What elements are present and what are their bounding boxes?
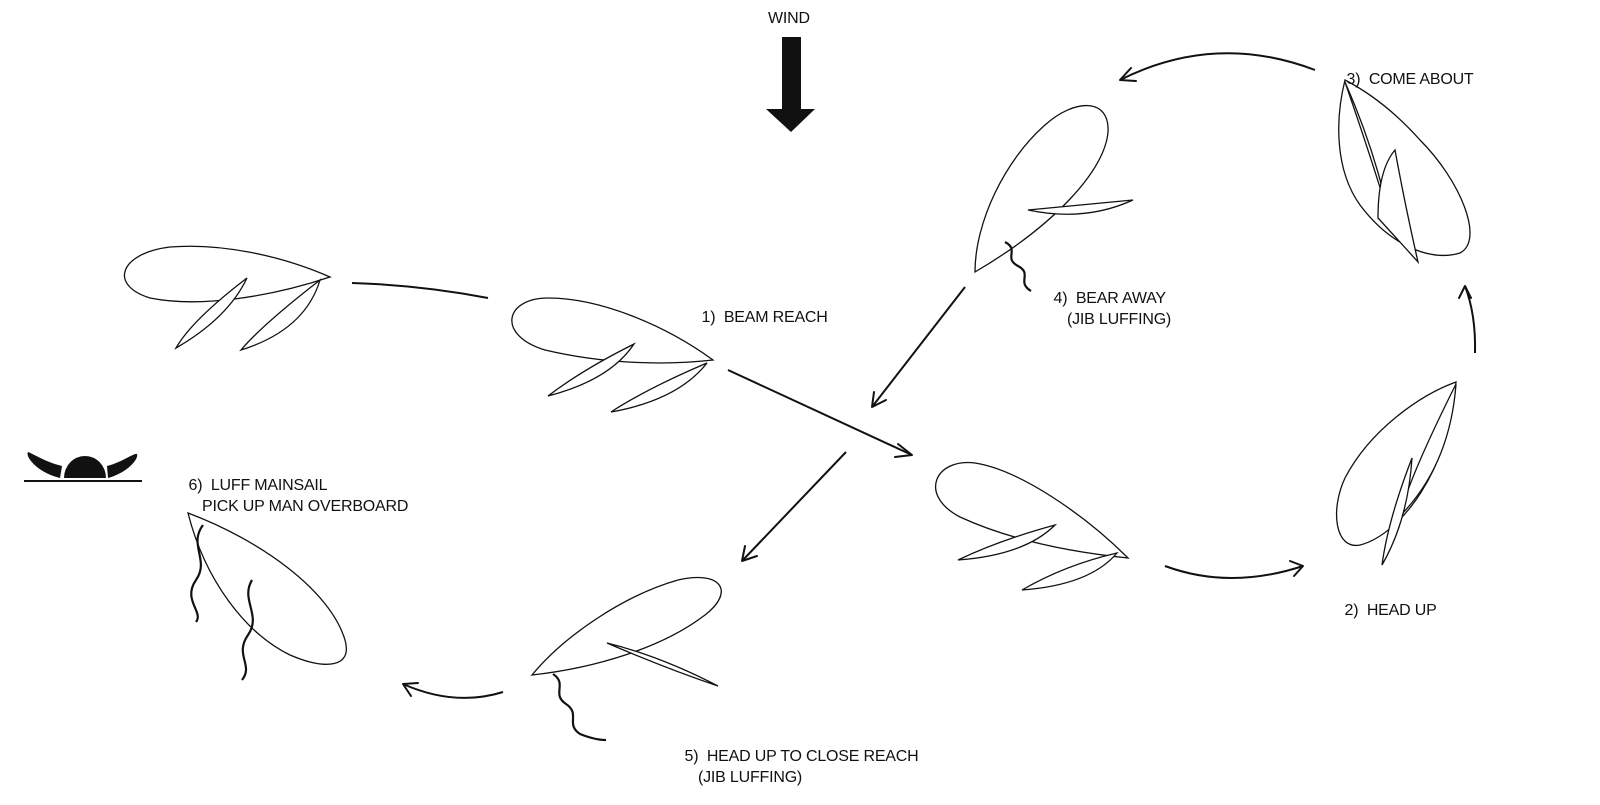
course-arrow-icon [402,682,504,699]
course-arrow-icon [727,369,913,458]
step-number: 5) [684,748,699,765]
course-arrow-icon [741,451,847,562]
course-arrow-icon [1164,560,1304,579]
sailboat-icon [123,245,332,352]
step-text: HEAD UP TO CLOSE REACH [706,748,919,765]
step-number: 6) [188,477,203,494]
step-label-luff-mainsail: 6) LUFF MAINSAIL PICK UP MAN OVERBOARD [180,454,409,517]
step-label-beam-reach: 1) BEAM REACH [693,286,828,328]
sailboat-icon [974,104,1134,292]
course-arrow-icon [871,286,966,408]
sailboat-icon [511,297,715,413]
step-number: 3) [1346,71,1361,88]
sailboat-icon [934,461,1130,591]
step-text: LUFF MAINSAIL [210,477,328,494]
step-label-close-reach: 5) HEAD UP TO CLOSE REACH (JIB LUFFING) [676,725,919,788]
step-text: COME ABOUT [1368,71,1474,88]
course-arrow-icon [1458,285,1477,354]
sailboat-icon [1335,381,1457,566]
step-number: 1) [701,309,716,326]
wind-arrow-icon [766,37,815,132]
step-number: 4) [1053,290,1068,307]
wind-label: WIND [768,10,810,27]
step-text-sub: (JIB LUFFING) [698,769,803,786]
step-text-sub: (JIB LUFFING) [1067,311,1172,328]
sailboat-icon [1338,79,1471,265]
course-arrow-icon [1119,52,1316,82]
step-text: BEAM REACH [723,309,828,326]
step-label-head-up: 2) HEAD UP [1336,579,1437,621]
step-label-come-about: 3) COME ABOUT [1338,48,1474,90]
course-path [351,52,1477,699]
sailboat-icon [530,576,722,742]
sailboat-icon [187,511,347,681]
man-overboard-icon [24,452,142,482]
step-number: 2) [1344,602,1359,619]
step-text: BEAR AWAY [1075,290,1166,307]
step-text-sub: PICK UP MAN OVERBOARD [202,498,409,515]
step-text: HEAD UP [1366,602,1437,619]
step-label-bear-away: 4) BEAR AWAY (JIB LUFFING) [1045,267,1172,330]
